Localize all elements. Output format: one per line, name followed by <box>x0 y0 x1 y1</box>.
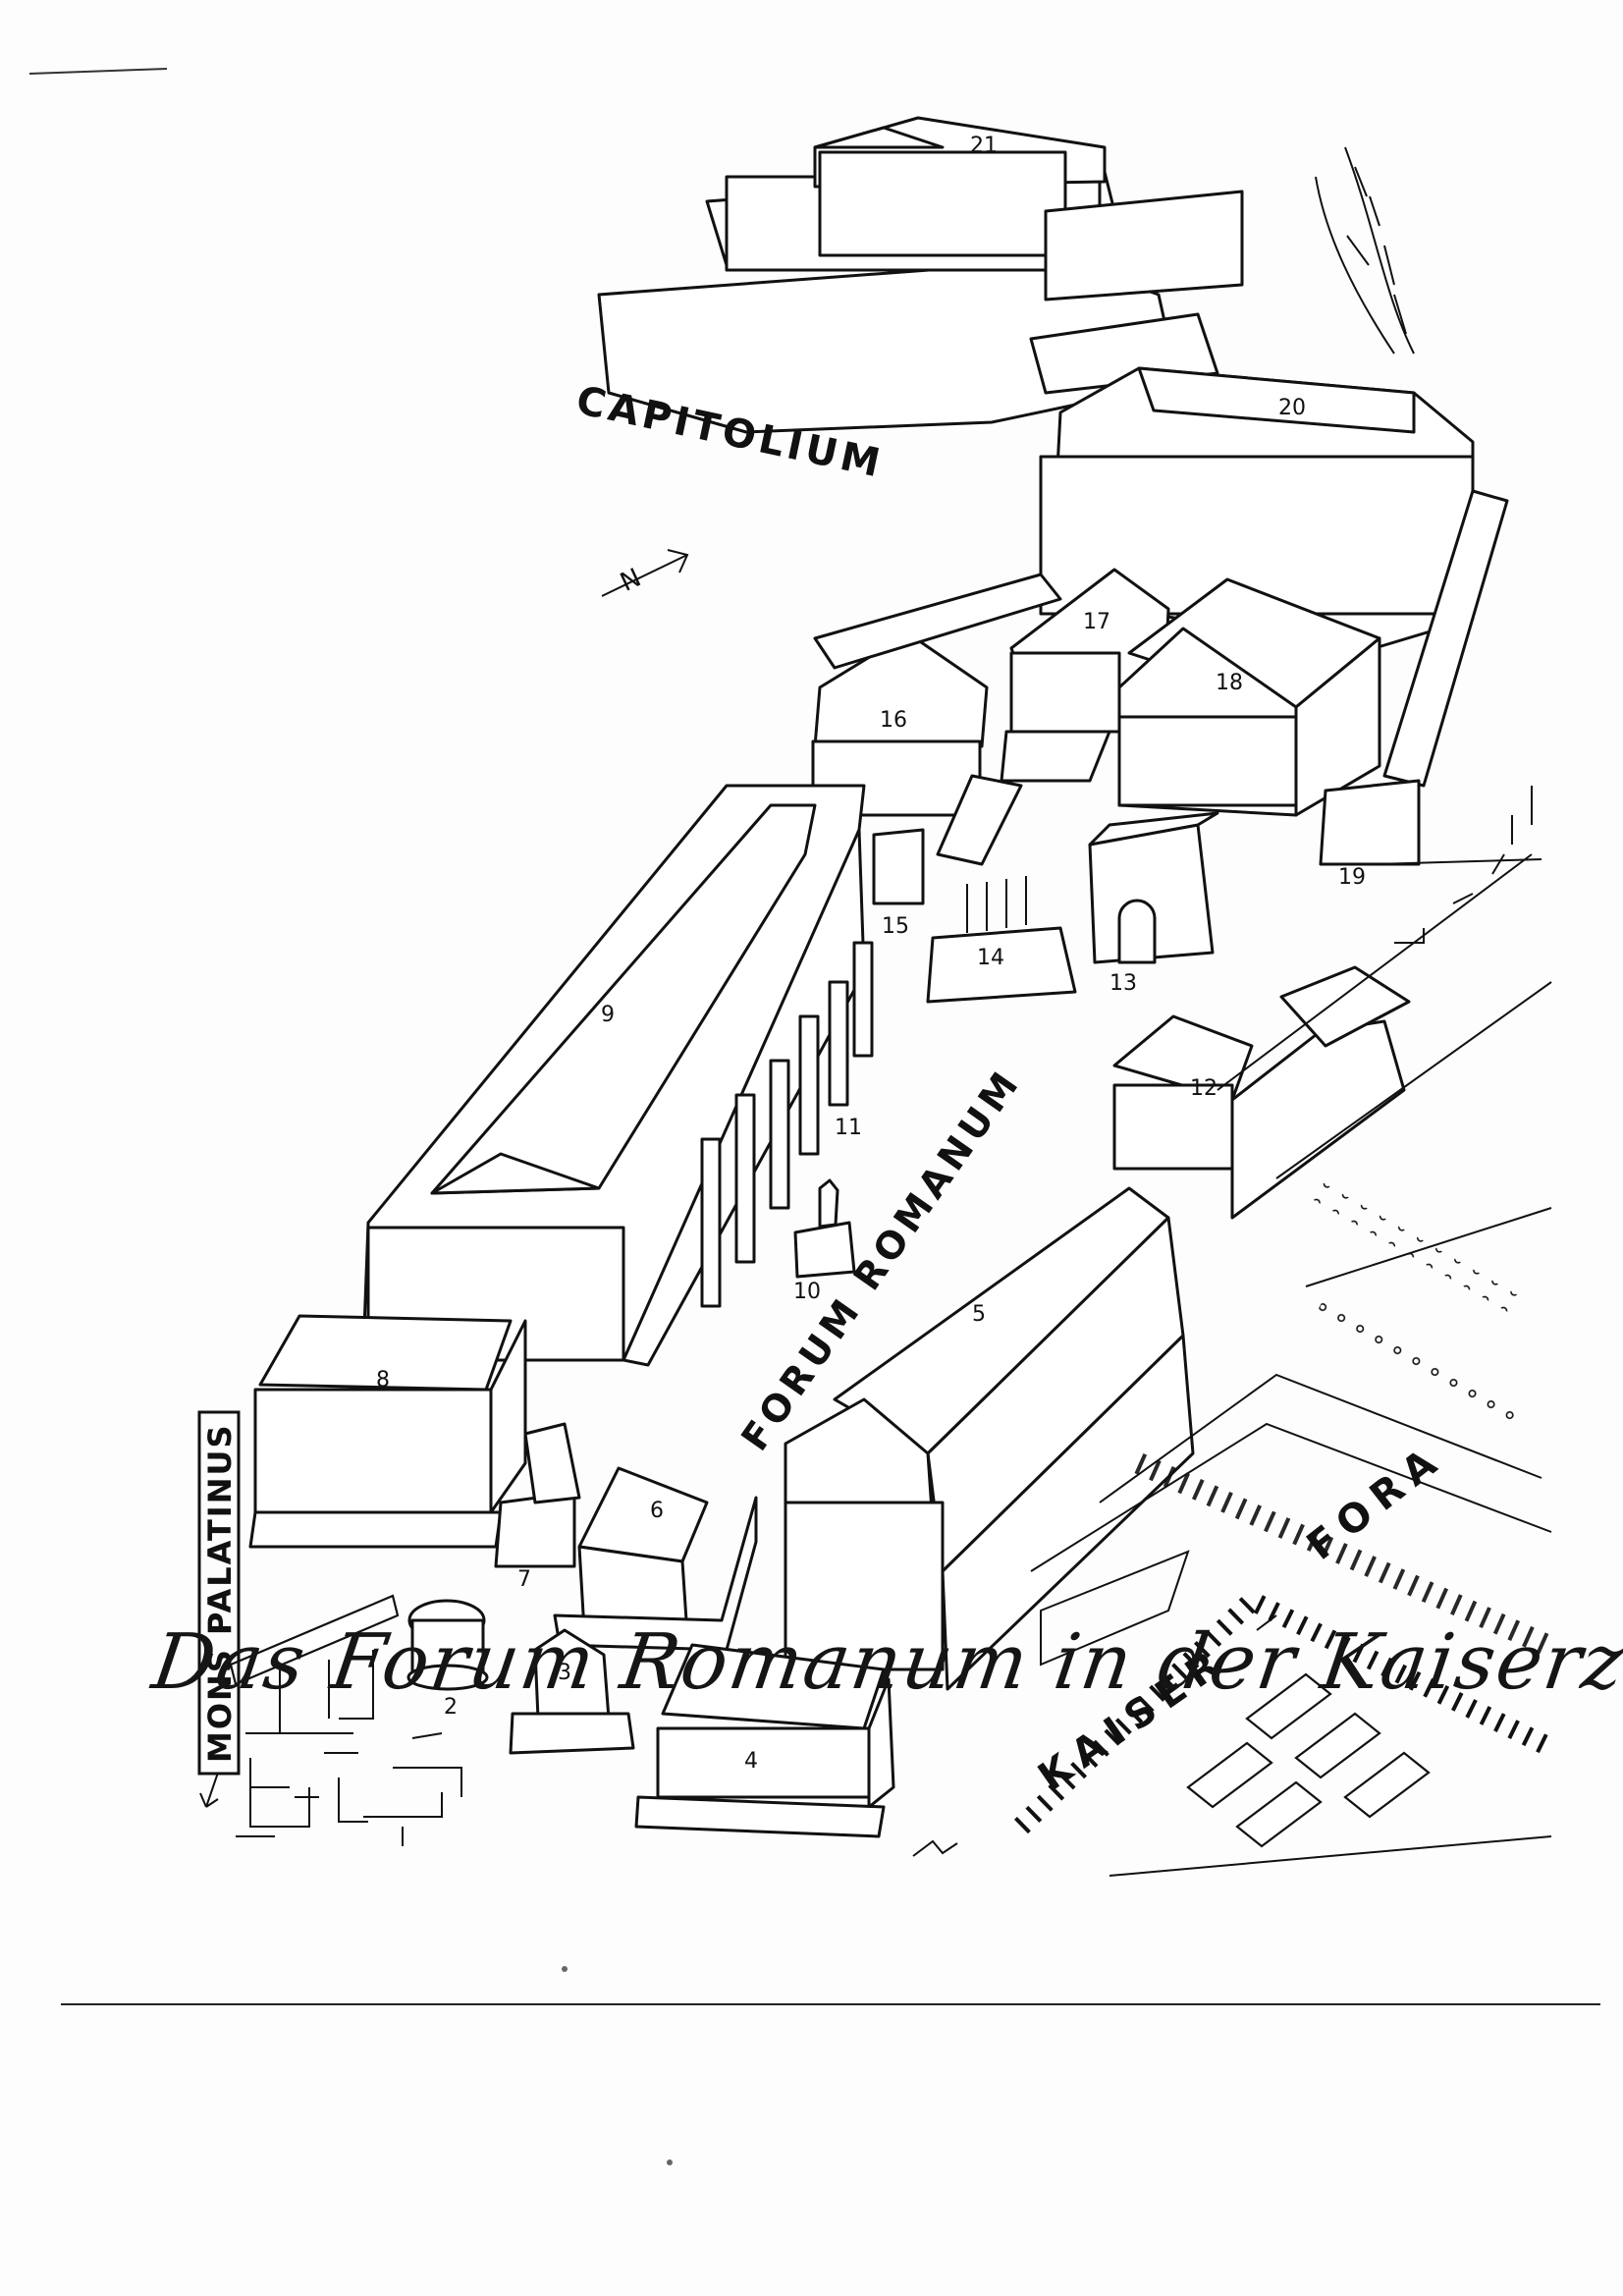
mons-palatinus-label: MONS PALATINUS <box>201 1423 239 1763</box>
building-18 <box>1117 577 1381 817</box>
number-4: 4 <box>744 1749 758 1774</box>
building-12 <box>1112 965 1411 1220</box>
number-12: 12 <box>1190 1076 1217 1101</box>
imperial-fora-grid <box>912 786 1556 1877</box>
building-7 <box>494 1422 581 1568</box>
column-row-11 <box>700 941 874 1308</box>
number-5: 5 <box>972 1302 986 1327</box>
fora-label: FORA <box>1299 1435 1453 1569</box>
building-number-labels: 2 3 4 5 6 7 8 9 10 11 12 13 14 15 16 17 … <box>376 134 1366 1774</box>
building-2-round-temple <box>406 1599 489 1691</box>
number-13: 13 <box>1109 971 1137 996</box>
number-18: 18 <box>1216 671 1243 695</box>
building-19 <box>1319 779 1542 866</box>
capitolium-complex <box>597 116 1415 434</box>
number-19: 19 <box>1338 865 1366 890</box>
number-2: 2 <box>444 1695 458 1720</box>
kaiser-fora-dash <box>1256 1614 1277 1631</box>
number-3: 3 <box>558 1661 571 1685</box>
palatine-ruins <box>229 1594 462 1846</box>
handwritten-caption: Das Forum Romanum in der Kaiserzeit <box>147 1618 1623 1707</box>
building-3 <box>509 1628 635 1755</box>
building-6-temple <box>553 1466 758 1652</box>
building-14-rostra <box>926 876 1077 1004</box>
number-7: 7 <box>517 1567 531 1592</box>
building-8-temple <box>248 1314 527 1549</box>
building-13-arch <box>1088 811 1219 964</box>
number-8: 8 <box>376 1368 390 1393</box>
number-15: 15 <box>882 914 909 939</box>
number-20: 20 <box>1278 396 1306 420</box>
number-16: 16 <box>880 708 907 733</box>
number-10: 10 <box>793 1280 821 1304</box>
number-11: 11 <box>835 1116 862 1140</box>
number-17: 17 <box>1083 610 1110 634</box>
palatine-arrow-icon <box>199 1772 219 1808</box>
number-14: 14 <box>977 946 1004 970</box>
number-21: 21 <box>970 134 998 158</box>
caption-underline <box>61 2003 1600 2005</box>
building-5-basilica <box>784 1186 1195 1691</box>
building-15 <box>872 828 925 905</box>
number-6: 6 <box>650 1499 664 1523</box>
north-arrow-mark: N <box>616 563 645 597</box>
mons-palatinus-box <box>197 1410 241 1776</box>
building-4 <box>634 1643 895 1838</box>
building-10-statue <box>793 1178 856 1279</box>
number-9: 9 <box>601 1003 615 1027</box>
